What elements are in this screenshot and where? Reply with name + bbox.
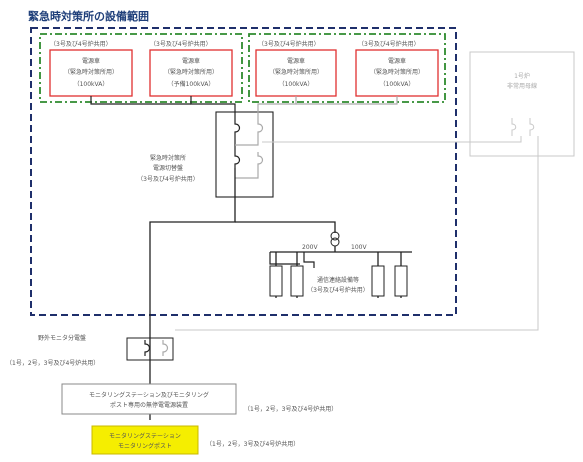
distribution-label-2: （3号及び4号炉共用） bbox=[307, 286, 369, 294]
monitoring-power-sub: （1号，2号，3号及び4号炉共用） bbox=[244, 405, 337, 413]
switchboard-breaker-4 bbox=[257, 152, 264, 168]
load-box-3 bbox=[371, 265, 385, 297]
group-label-1: （3号及び4号炉共用） bbox=[50, 40, 112, 48]
outdoor-panel-box bbox=[126, 337, 174, 361]
group-box-left bbox=[39, 33, 243, 103]
transformer-feed-line bbox=[235, 221, 336, 233]
diagram-title: 緊急時対策所の設備範囲 bbox=[28, 9, 149, 23]
distribution-bus bbox=[270, 246, 412, 253]
group-box-right bbox=[248, 33, 446, 103]
feeder-3 bbox=[303, 252, 315, 268]
generator-group-4: （3号及び4号炉共用） 電源車 （緊急時対策所用） （100kVA） bbox=[355, 40, 439, 97]
generator-capacity-1: （100kVA） bbox=[74, 81, 109, 88]
monitoring-power-line-2: ポスト専用の無停電電源装置 bbox=[110, 401, 188, 409]
generator-name-1: 電源車 bbox=[82, 57, 100, 65]
voltage-100v: 100V bbox=[351, 244, 367, 251]
external-bus-name: 非常用母線 bbox=[507, 82, 537, 90]
generator-use-4: （緊急時対策所用） bbox=[370, 68, 424, 76]
generator-capacity-2: （予備100kVA） bbox=[168, 80, 215, 88]
external-feed-line bbox=[262, 136, 522, 143]
generator-name-4: 電源車 bbox=[388, 57, 406, 65]
switchboard-internal-line-2 bbox=[235, 136, 259, 146]
feed-line-gen1 bbox=[90, 96, 191, 105]
generator-group-1: （3号及び4号炉共用） 電源車 （緊急時対策所用） （100kVA） bbox=[49, 40, 133, 97]
group-label-4: （3号及び4号炉共用） bbox=[358, 40, 420, 48]
bus-link bbox=[269, 252, 300, 265]
switchboard-breaker-3 bbox=[234, 152, 241, 168]
switchboard-breaker-2 bbox=[257, 120, 264, 136]
group-label-2: （3号及び4号炉共用） bbox=[150, 40, 212, 48]
transformer-coil-2 bbox=[330, 237, 340, 247]
switchboard-label-1: 緊急時対策所 bbox=[150, 154, 186, 162]
generator-use-1: （緊急時対策所用） bbox=[64, 68, 118, 76]
switchboard-breaker-1 bbox=[234, 120, 241, 136]
feed-line-generators bbox=[190, 96, 236, 120]
generator-name-3: 電源車 bbox=[287, 57, 305, 65]
main-feed-line bbox=[149, 168, 236, 420]
scope-boundary bbox=[30, 27, 457, 316]
generator-use-2: （緊急時対策所用） bbox=[164, 68, 218, 76]
external-bus-panel: 1号炉 非常用母線 bbox=[469, 51, 575, 157]
switchboard-label-2: 電源切替盤 bbox=[153, 164, 183, 172]
generator-group-3: （3号及び4号炉共用） 電源車 （緊急時対策所用） （100kVA） bbox=[255, 40, 337, 97]
switchboard-label-3: （3号及び4号炉共用） bbox=[137, 175, 199, 183]
monitoring-station-sub: （1号，2号，3号及び4号炉共用） bbox=[206, 440, 299, 448]
outdoor-breaker-1 bbox=[144, 340, 151, 356]
voltage-200v: 200V bbox=[302, 244, 318, 251]
outdoor-breaker-2 bbox=[162, 340, 169, 356]
monitoring-station-line-1: モニタリングステーション bbox=[109, 432, 181, 440]
load-box-2 bbox=[290, 265, 304, 297]
distribution-label-1: 通信連絡設備等 bbox=[317, 276, 359, 284]
external-monitor-line bbox=[175, 136, 539, 331]
generator-capacity-3: （100kVA） bbox=[279, 81, 314, 88]
generator-use-3: （緊急時対策所用） bbox=[269, 68, 323, 76]
external-bus-box bbox=[469, 51, 575, 157]
outdoor-panel-sub: （1号，2号，3号及び4号炉共用） bbox=[6, 359, 99, 367]
monitoring-station-line-2: モニタリングポスト bbox=[118, 442, 172, 450]
switchboard-internal-line-3 bbox=[235, 168, 259, 179]
outdoor-panel-title: 野外モニタ分電盤 bbox=[38, 334, 86, 342]
monitoring-power-line-1: モニタリングステーション及びモニタリング bbox=[89, 391, 209, 399]
external-breaker-2 bbox=[529, 118, 535, 136]
monitoring-station-box bbox=[91, 425, 199, 455]
feed-line-gen4 bbox=[296, 96, 398, 105]
generator-capacity-4: （100kVA） bbox=[380, 81, 415, 88]
external-breaker-1 bbox=[511, 118, 517, 136]
feed-line-gen3 bbox=[257, 96, 297, 120]
generator-group-2: （3号及び4号炉共用） 電源車 （緊急時対策所用） （予備100kVA） bbox=[149, 40, 233, 97]
external-bus-unit: 1号炉 bbox=[514, 72, 530, 80]
load-box-4 bbox=[394, 265, 408, 297]
switchboard-box bbox=[215, 111, 274, 198]
generator-name-2: 電源車 bbox=[182, 57, 200, 65]
transformer-coil-1 bbox=[330, 231, 340, 241]
load-box-1 bbox=[269, 265, 283, 297]
monitoring-power-box bbox=[61, 383, 237, 415]
group-label-3: （3号及び4号炉共用） bbox=[258, 40, 320, 48]
